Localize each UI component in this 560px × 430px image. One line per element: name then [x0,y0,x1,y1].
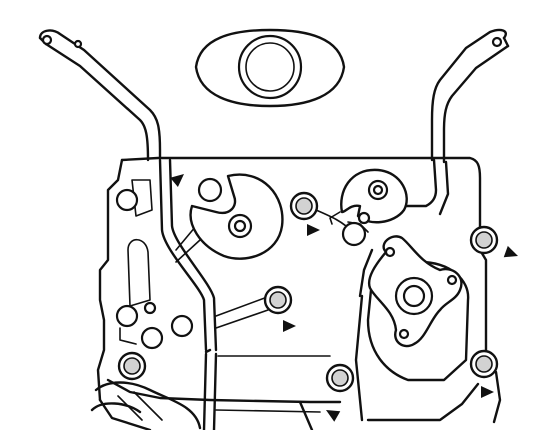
oil-pump-housing [90,381,202,430]
right-cover-arm [430,28,510,164]
gasket [194,28,346,108]
camshaft-sprocket-right [329,168,408,225]
bracket-arm [215,295,271,329]
bolt [469,225,499,255]
arrow-marker [326,410,341,422]
bolt [117,351,147,381]
arrow-group [170,174,518,422]
arrow-marker [283,320,296,332]
arrow-marker [481,386,494,398]
block-holes [115,177,223,350]
bolt [469,349,499,379]
bolt [325,363,355,393]
engine-block [96,156,502,430]
arrow-marker [503,245,518,258]
arrow-marker [307,224,320,236]
timing-belt [158,158,450,354]
bolt [263,285,293,315]
bolt [289,191,319,221]
water-pump-flange [354,235,470,422]
camshaft-sprocket-left [189,173,284,260]
tensioner-pulley [315,209,369,247]
left-cover-arm [38,29,162,162]
bolt-group [117,191,499,393]
arrow-marker [170,174,184,187]
